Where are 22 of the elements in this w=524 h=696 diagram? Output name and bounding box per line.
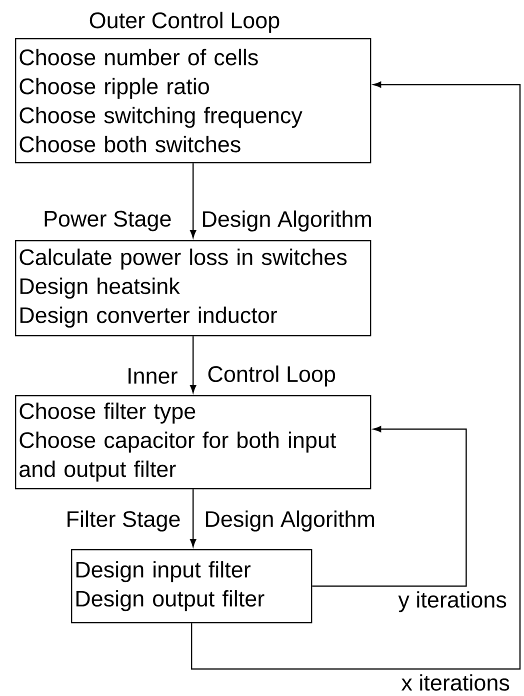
flow-label: Inner	[128, 368, 178, 384]
process-box: Design input filter Design output filter	[71, 549, 312, 624]
flow-label: Power Stage	[44, 210, 171, 232]
flow-label: Design Algorithm	[206, 510, 374, 532]
edge-label: x iterations	[400, 673, 511, 692]
node-label: Choose ripple ratio	[20, 78, 209, 99]
node-label: Choose number of cells	[20, 48, 258, 66]
arrow	[190, 336, 196, 393]
edge-label: y iterations	[397, 590, 508, 614]
heading: Outer Control Loop	[90, 12, 280, 33]
arrow	[190, 489, 196, 547]
flow-label: Design Algorithm	[203, 210, 371, 232]
flow-label: Filter Stage	[68, 510, 180, 532]
node-label: Choose both switches	[20, 136, 240, 152]
node-label: Choose switching frequency	[20, 106, 302, 128]
process-box: Choose filter type Choose capacitor for both input and output filter	[15, 395, 372, 490]
arrow	[190, 163, 196, 238]
arrow	[312, 426, 467, 587]
process-box: Calculate power loss in switches Design heatsink Design converter inductor	[15, 240, 372, 336]
process-box: Choose number of cells Choose ripple ratio Choose switching frequency Choose both switches	[15, 38, 372, 164]
arrow	[191, 82, 521, 670]
flow-label: Control Loop	[208, 366, 336, 386]
